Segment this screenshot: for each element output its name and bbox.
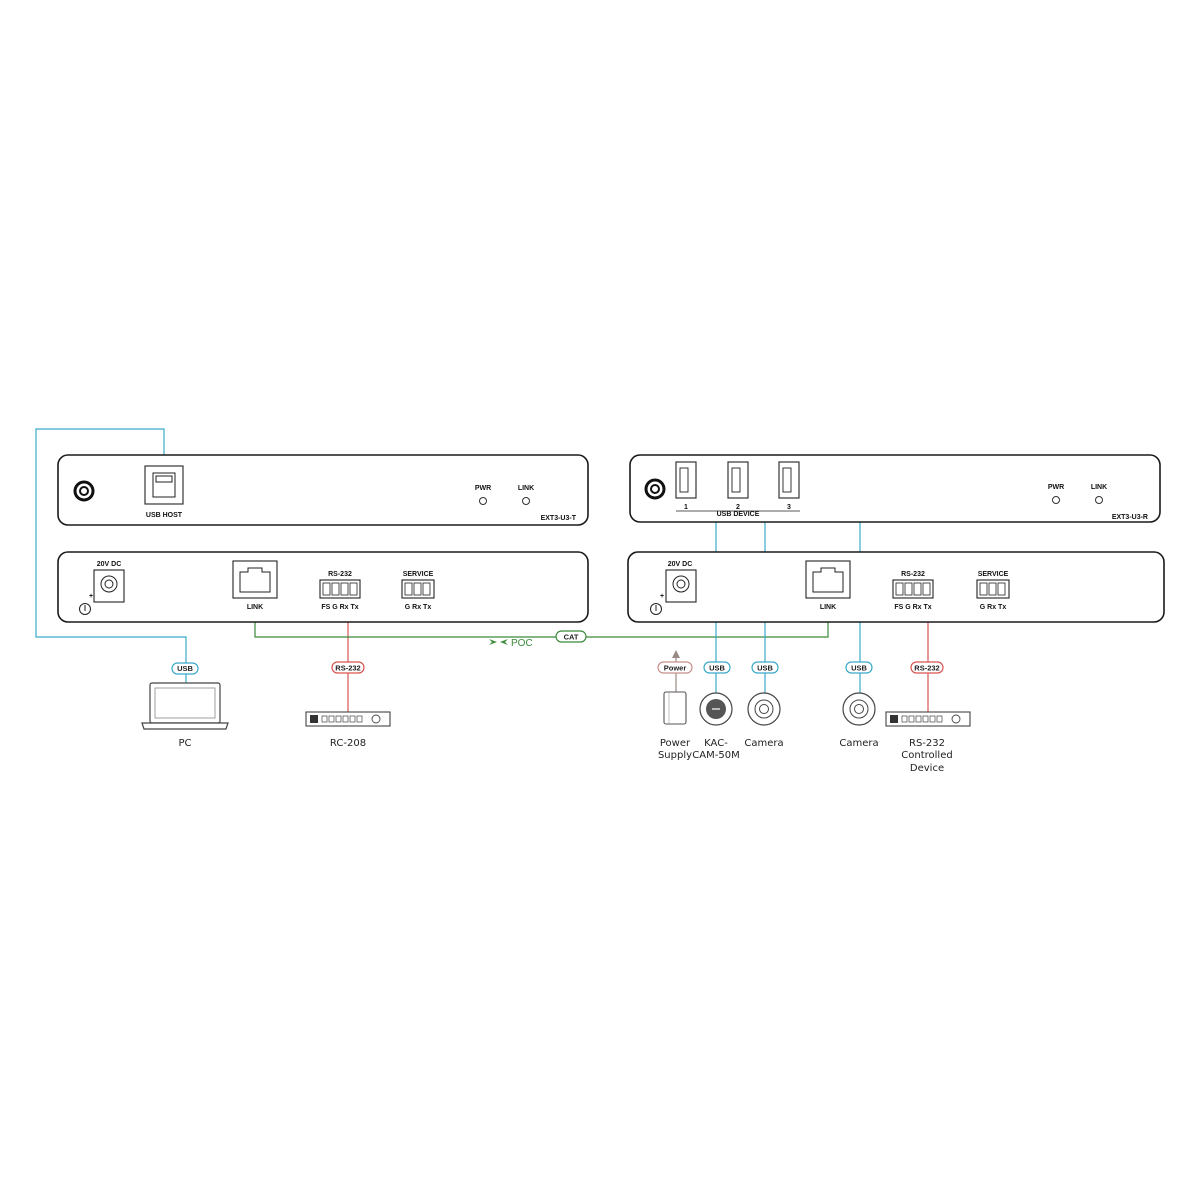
link-led-icon (1095, 496, 1103, 504)
dc-label: 20V DC (97, 561, 122, 568)
usb-host-label: USB HOST (146, 512, 183, 519)
svg-text:Power: Power (664, 664, 687, 673)
camera-icon (747, 692, 781, 726)
svg-text:USB: USB (757, 664, 773, 673)
service-terminal-block[interactable] (401, 579, 435, 599)
link-port-label: LINK (820, 604, 836, 611)
power-supply-label-line1: Power (660, 738, 691, 749)
dc-label: 20V DC (668, 561, 693, 568)
usb-device-label: USB DEVICE (717, 511, 760, 518)
rs232-device-label-line1: RS-232 (909, 738, 945, 749)
usb-port-number-2: 2 (736, 504, 740, 511)
transmitter-model-label: EXT3-U3-T (541, 515, 577, 522)
svg-text:RS-232: RS-232 (914, 664, 939, 673)
rs232-port-label: RS-232 (328, 571, 352, 578)
transmitter-front-panel (57, 454, 589, 526)
link-led-label: LINK (1091, 484, 1107, 491)
camera-icon (842, 692, 876, 726)
service-port-label: SERVICE (978, 571, 1009, 578)
dc-power-port[interactable] (665, 569, 697, 603)
svg-text:RS-232: RS-232 (335, 664, 360, 673)
usb-port-number-1: 1 (684, 504, 688, 511)
poc-label: POC (511, 638, 533, 649)
usb-device-port-3[interactable] (778, 461, 800, 499)
service-port-label: SERVICE (403, 571, 434, 578)
usb-device-port-2[interactable] (727, 461, 749, 499)
rs232-terminal-block[interactable] (892, 579, 934, 599)
pwr-led-icon (1052, 496, 1060, 504)
dc-plus-label: + (89, 593, 93, 600)
usb-host-port[interactable] (144, 465, 184, 505)
usb-pill-pc: USB (171, 662, 199, 675)
poc-arrow-left-icon (500, 639, 508, 645)
ground-icon (650, 603, 662, 615)
service-terminal-block[interactable] (976, 579, 1010, 599)
usb-pill-camera-b: USB (845, 661, 873, 674)
rs232-device-label-line2: Controlled (901, 750, 952, 761)
power-pill: Power (657, 661, 693, 674)
usb-wire-pc (35, 428, 187, 686)
link-rj45-port[interactable] (232, 560, 278, 599)
usb-pill-kac: USB (703, 661, 731, 674)
cat-wire (254, 617, 829, 638)
service-pin-labels: G Rx Tx (405, 604, 432, 611)
link-led-label: LINK (518, 485, 534, 492)
pwr-led-icon (479, 497, 487, 505)
power-supply-icon (663, 691, 687, 725)
kac-label-line1: KAC- (704, 738, 728, 749)
svg-text:USB: USB (177, 664, 193, 673)
dc-plus-label: + (660, 593, 664, 600)
rs232-pill-tx: RS-232 (331, 661, 365, 674)
ground-icon (79, 603, 91, 615)
rc208-keypad-icon (305, 711, 391, 727)
svg-text:CAT: CAT (564, 633, 579, 642)
link-port-label: LINK (247, 604, 263, 611)
usb-port-number-3: 3 (787, 504, 791, 511)
link-led-icon (522, 497, 530, 505)
camera-a-label: Camera (744, 738, 783, 749)
camera-b-label: Camera (839, 738, 878, 749)
dc-power-port[interactable] (93, 569, 125, 603)
service-pin-labels: G Rx Tx (980, 604, 1007, 611)
rs232-pin-labels: FS G Rx Tx (321, 604, 358, 611)
svg-text:USB: USB (851, 664, 867, 673)
cat-pill: CAT (555, 630, 587, 643)
link-rj45-port[interactable] (805, 560, 851, 599)
svg-text:USB: USB (709, 664, 725, 673)
kramer-logo-icon (73, 480, 95, 502)
usb-device-port-1[interactable] (675, 461, 697, 499)
rs232-pin-labels: FS G Rx Tx (894, 604, 931, 611)
pwr-led-label: PWR (1048, 484, 1064, 491)
rs232-port-label: RS-232 (901, 571, 925, 578)
rs232-terminal-block[interactable] (319, 579, 361, 599)
kramer-logo-icon (644, 478, 666, 500)
usb-pill-camera-a: USB (751, 661, 779, 674)
poc-arrow-right-icon (489, 639, 497, 645)
kac-cam-50m-icon (699, 692, 733, 726)
poc-indicator: POC (489, 638, 533, 649)
rs232-pill-rx: RS-232 (910, 661, 944, 674)
laptop-icon (141, 682, 229, 730)
rs232-device-label-line3: Device (910, 763, 944, 774)
rc208-label: RC-208 (330, 738, 366, 749)
receiver-front-panel (629, 454, 1161, 523)
pc-label: PC (178, 738, 191, 749)
rs232-controlled-device-icon (885, 711, 971, 727)
receiver-model-label: EXT3-U3-R (1112, 514, 1148, 521)
kac-label-line2: CAM-50M (692, 750, 739, 761)
power-arrow-icon (672, 650, 680, 658)
pwr-led-label: PWR (475, 485, 491, 492)
power-supply-label-line2: Supply (658, 750, 692, 761)
